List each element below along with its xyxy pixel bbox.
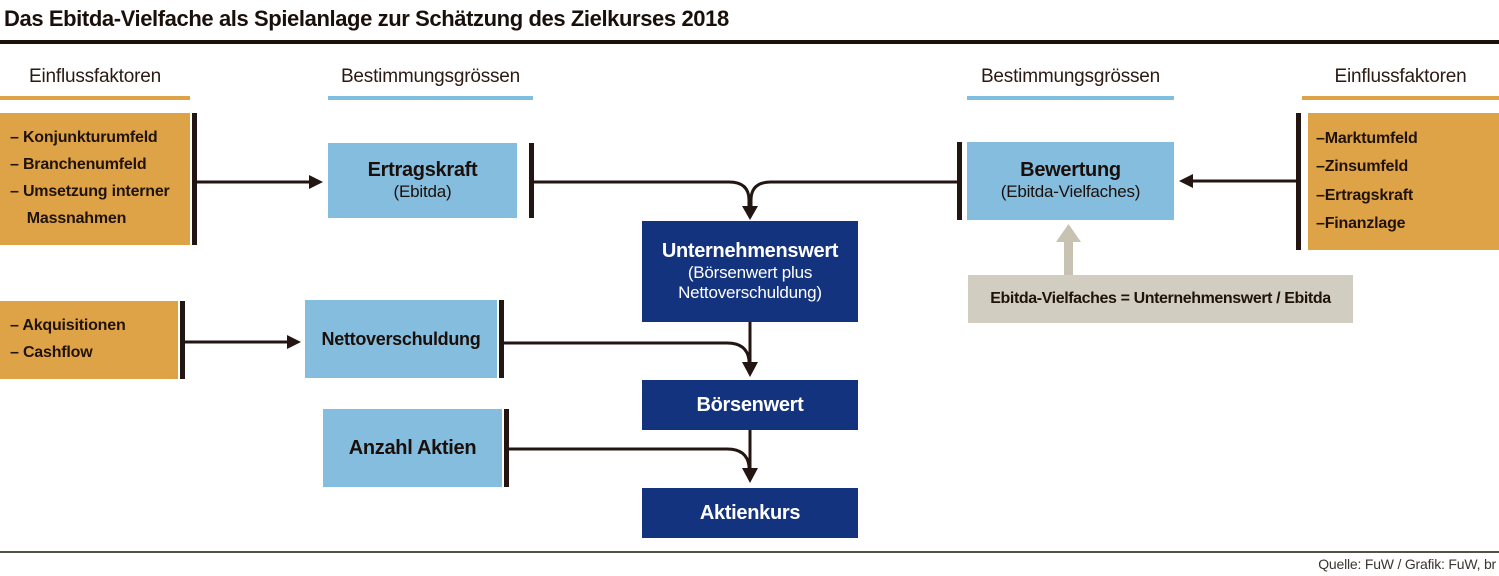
node-nettoverschuldung: Nettoverschuldung [305,300,497,378]
node-anzahl-aktien-title: Anzahl Aktien [348,436,477,459]
page-title: Das Ebitda-Vielfache als Spielanlage zur… [4,6,729,31]
node-boersenwert: Börsenwert [642,380,858,430]
footer-rule [0,551,1499,553]
node-unternehmenswert: Unternehmenswert (Börsenwert plus Nettov… [642,221,858,322]
node-bewertung-subtitle: (Ebitda-Vielfaches) [1000,182,1141,202]
divider-bar-anzahl-aktien [504,409,509,487]
header-determinants-right: Bestimmungsgrössen [980,66,1161,87]
arrowhead-to-netto [287,335,301,349]
divider-bar-ertragskraft [529,143,534,218]
node-anzahl-aktien: Anzahl Aktien [323,409,502,487]
node-nettoverschuldung-title: Nettoverschuldung [321,328,481,349]
header-underline-influences-right [1302,96,1499,100]
factor-item: – Branchenumfeld [10,156,147,174]
node-ertragskraft-subtitle: (Ebitda) [393,181,452,201]
divider-bar-factors-earnings [192,113,197,245]
node-aktienkurs: Aktienkurs [642,488,858,538]
factors-debt-list: – Akquisitionen – Cashflow [0,313,134,367]
merge-right-to-unternehmenswert [749,180,957,206]
node-unternehmenswert-title: Unternehmenswert [661,239,839,262]
node-bewertung-title: Bewertung [1020,159,1121,182]
factor-item: –Finanzlage [1316,214,1406,232]
header-underline-influences-left [0,96,190,100]
divider-bar-factors-debt [180,301,185,379]
node-ertragskraft-title: Ertragskraft [367,158,478,181]
factor-item: –Marktumfeld [1316,129,1418,147]
factors-valuation-list: –Marktumfeld –Zinsumfeld –Ertragskraft –… [1308,125,1430,239]
factors-earnings-list: – Konjunkturumfeld – Branchenumfeld – Um… [0,125,190,233]
factor-item: – Cashflow [10,344,93,361]
factor-item: – Akquisitionen [10,317,126,335]
header-underline-determinants-right [967,96,1174,100]
factor-item: – Umsetzung interner Massnahmen [10,183,170,227]
arrowhead-to-bewertung [1179,174,1193,188]
arrowhead-to-aktienkurs [742,468,758,483]
divider-bars [180,113,1301,487]
node-unternehmenswert-subtitle: (Börsenwert plus Nettoverschuldung) [678,262,822,302]
formula-text: Ebitda-Vielfaches = Unternehmenswert / E… [990,290,1331,307]
merge-netto-to-boersenwert [504,341,751,362]
merge-anzahl-to-aktienkurs [509,447,751,468]
node-factors-debt: – Akquisitionen – Cashflow [0,301,178,379]
node-boersenwert-title: Börsenwert [696,393,804,416]
factor-item: –Ertragskraft [1316,186,1414,204]
header-underline-determinants-left [328,96,533,100]
divider-bar-bewertung [957,142,962,220]
arrowheads [287,174,1193,483]
flow-paths [185,179,1296,469]
source-credit: Quelle: FuW / Grafik: FuW, br [1318,556,1496,572]
node-factors-earnings: – Konjunkturumfeld – Branchenumfeld – Um… [0,113,190,245]
divider-bar-factors-valuation [1296,113,1301,250]
factor-item: –Zinsumfeld [1316,158,1409,176]
node-ertragskraft: Ertragskraft (Ebitda) [328,143,517,218]
formula-arrow [1056,224,1081,276]
header-influences-right: Einflussfaktoren [1334,66,1467,87]
arrowhead-to-boersenwert [742,362,758,377]
node-aktienkurs-title: Aktienkurs [699,501,801,524]
node-factors-valuation: –Marktumfeld –Zinsumfeld –Ertragskraft –… [1308,113,1499,250]
factor-item: – Konjunkturumfeld [10,129,158,147]
divider-bar-nettoverschuldung [499,300,504,378]
arrowhead-to-ertragskraft [309,175,323,189]
arrowhead-to-unternehmenswert [742,206,758,220]
header-influences-left: Einflussfaktoren [29,66,161,87]
node-bewertung: Bewertung (Ebitda-Vielfaches) [967,142,1174,220]
title-rule [0,40,1499,44]
formula-arrow-shaft [1064,240,1073,276]
node-formula: Ebitda-Vielfaches = Unternehmenswert / E… [968,275,1353,323]
formula-arrowhead [1056,224,1081,242]
merge-left-to-unternehmenswert [534,180,751,206]
header-determinants-left: Bestimmungsgrössen [340,66,521,87]
